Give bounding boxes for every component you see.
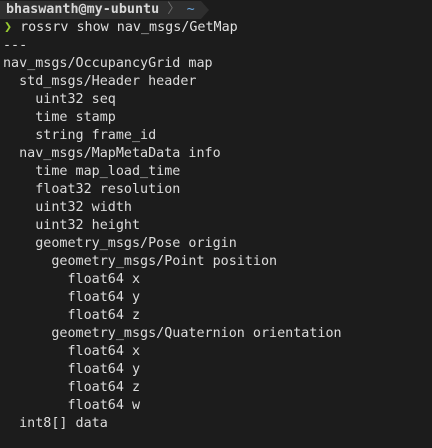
output-line: nav_msgs/MapMetaData info — [3, 146, 221, 161]
command-text: rossrv show nav_msgs/GetMap — [20, 20, 238, 35]
output-line: uint32 height — [3, 218, 141, 233]
output-line: geometry_msgs/Pose origin — [3, 236, 237, 251]
prompt-separator: 〉 — [163, 1, 185, 19]
output-line: geometry_msgs/Quaternion orientation — [3, 326, 342, 341]
output-line: time stamp — [3, 110, 116, 125]
output-line: float64 z — [3, 308, 141, 323]
output-line: float32 resolution — [3, 182, 181, 197]
output-line: uint32 seq — [3, 92, 116, 107]
output-line: int8[] data — [3, 416, 108, 431]
output-line: float64 y — [3, 290, 141, 305]
prompt-segment-bar: bhaswanth@my-ubuntu 〉 ~ — [0, 1, 432, 19]
prompt-user-host: bhaswanth@my-ubuntu — [0, 1, 164, 19]
output-line: float64 w — [3, 398, 141, 413]
command-line: ❯ rossrv show nav_msgs/GetMap — [0, 19, 432, 37]
output-line: nav_msgs/OccupancyGrid map — [3, 56, 213, 71]
prompt-segment-tail — [200, 1, 209, 19]
output-line: float64 y — [3, 362, 141, 377]
output-line: std_msgs/Header header — [3, 74, 197, 89]
output-line: string frame_id — [3, 128, 157, 143]
output-line: time map_load_time — [3, 164, 181, 179]
output-line: geometry_msgs/Point position — [3, 254, 278, 269]
output-line: float64 x — [3, 272, 141, 287]
prompt-arrow-icon: ❯ — [4, 20, 13, 35]
output-line: --- — [3, 38, 28, 53]
prompt-directory: ~ — [184, 1, 201, 19]
output-line: float64 z — [3, 380, 141, 395]
output-line: uint32 width — [3, 200, 132, 215]
output-line: float64 x — [3, 344, 141, 359]
